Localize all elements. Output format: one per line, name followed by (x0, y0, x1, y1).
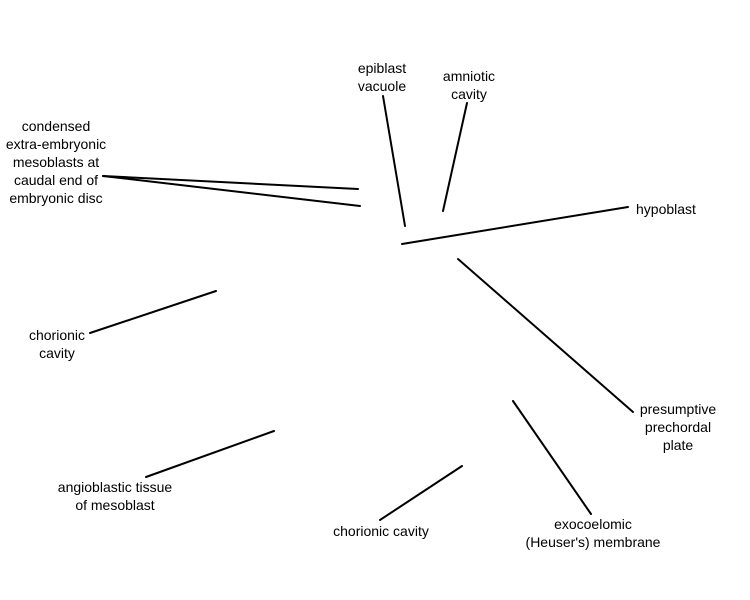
label-epiblast-vacuole: epiblast vacuole (357, 60, 407, 94)
leader-line-chorionic-cavity-bottom (379, 465, 463, 521)
label-presumptive-prechordal-plate: presumptive prechordal plate (639, 401, 717, 453)
label-condensed-mesoblasts: condensed extra-embryonic mesoblasts at … (5, 118, 107, 206)
label-amniotic-cavity: amniotic cavity (442, 68, 496, 102)
leader-line-hypoblast (401, 206, 629, 245)
label-angioblastic-tissue: angioblastic tissue of mesoblast (57, 479, 173, 513)
label-exocoelomic-membrane: exocoelomic (Heuser's) membrane (525, 516, 661, 550)
leader-line-condensed-mesoblasts-lower (102, 175, 361, 207)
leader-line-epiblast-vacuole (382, 95, 406, 227)
leader-line-amniotic-cavity (442, 102, 468, 212)
leader-line-chorionic-cavity-left (89, 290, 217, 334)
label-hypoblast: hypoblast (636, 201, 696, 217)
leader-line-presumptive-prechordal-plate (457, 258, 634, 413)
leader-line-angioblastic-tissue (145, 430, 275, 478)
label-chorionic-cavity-left: chorionic cavity (28, 327, 86, 361)
leader-line-condensed-mesoblasts-upper (102, 175, 359, 190)
leader-line-exocoelomic-membrane (512, 400, 592, 515)
label-chorionic-cavity-bottom: chorionic cavity (333, 523, 429, 539)
